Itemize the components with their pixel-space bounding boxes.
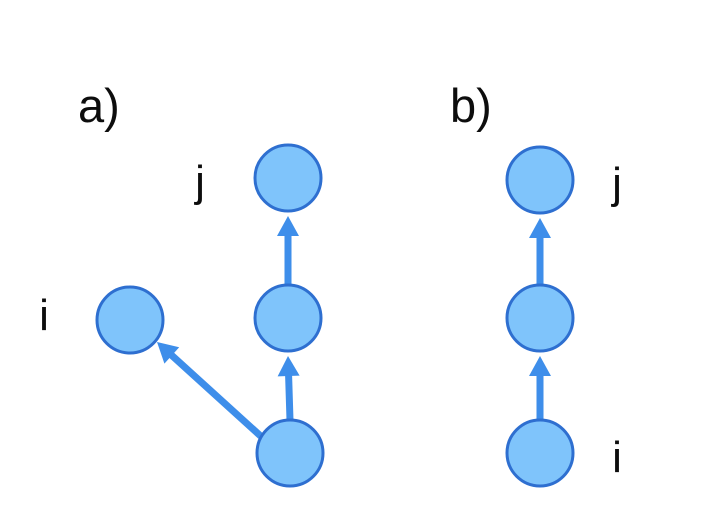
labels-layer: a) j i b) j i [39, 79, 622, 482]
panel-b-edge-i-to-middle-arrowhead [529, 356, 551, 376]
panel-label-a: a) [78, 79, 120, 132]
panel-a-edge-bottom-to-i-shaft [162, 346, 268, 443]
panel-label-b: b) [450, 79, 492, 132]
panel-a-edge-bottom-to-middle [277, 356, 300, 421]
nodes-layer [95, 143, 575, 488]
panel-b-node-j-label: j [610, 159, 622, 208]
panel-a-edge-middle-to-j-arrowhead [277, 216, 299, 236]
panel-a-node-j-label: j [193, 157, 205, 206]
panel-b-node-i[interactable] [505, 418, 575, 488]
panel-a-edge-middle-to-j [277, 216, 299, 285]
panel-a-edge-bottom-to-i-arrowhead [157, 342, 180, 364]
panel-b-edge-middle-to-j-arrowhead [529, 218, 551, 238]
panel-b-node-j[interactable] [505, 145, 575, 215]
panel-a-node-bottom[interactable] [255, 418, 325, 488]
panel-a-node-middle[interactable] [253, 283, 323, 353]
panel-b-node-i-label: i [612, 433, 622, 482]
panel-b-node-middle[interactable] [505, 283, 575, 353]
panel-a-node-i[interactable] [95, 285, 165, 355]
panel-b-edge-i-to-middle [529, 356, 551, 420]
panel-a-edge-bottom-to-i [157, 342, 268, 443]
panel-b-edge-middle-to-j [529, 218, 551, 285]
edges-layer [157, 216, 551, 443]
panel-a-edge-bottom-to-middle-arrowhead [277, 356, 300, 377]
panel-a-node-j[interactable] [253, 143, 323, 213]
panel-a-node-i-label: i [39, 291, 49, 340]
